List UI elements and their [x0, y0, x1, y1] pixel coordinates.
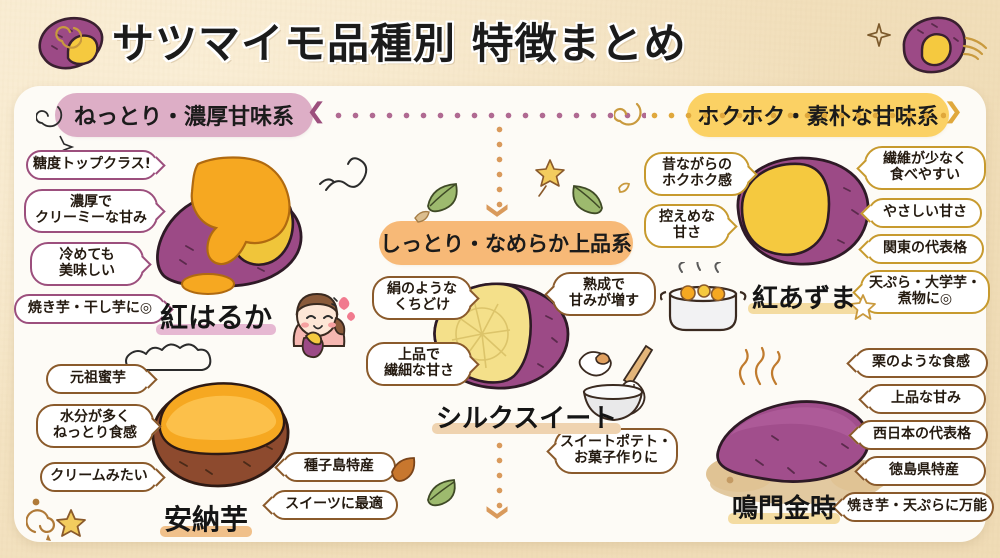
label-bubble: 種子島特産 — [282, 452, 396, 482]
swirl-icon — [26, 498, 55, 541]
connector-dots-down-bottom — [496, 438, 503, 510]
connector-dots-left — [330, 112, 646, 119]
dot-icon — [618, 182, 631, 193]
girl-eating-potato-illustration — [292, 292, 355, 359]
connector-arrow-left: ❮ — [306, 99, 327, 124]
connector-dots-down-top — [496, 122, 503, 208]
label-bubble: 濃厚で クリーミーな甘み — [24, 189, 158, 233]
sparkle-icon — [867, 23, 891, 47]
connector-arrow-down-top: ❮ — [483, 200, 508, 221]
narutokintoki-illustration — [706, 400, 890, 504]
label-bubble: 上品で 繊細な甘さ — [366, 342, 472, 386]
label-bubble: 関東の代表格 — [866, 234, 984, 264]
label-bubble: 天ぷら・大学芋・ 煮物に◎ — [860, 270, 990, 314]
beniazuma-illustration — [736, 156, 870, 266]
label-bubble: 徳島県特産 — [862, 456, 986, 486]
variety-name-annoimo: 安納芋 — [160, 498, 253, 538]
whisk-bowl-illustration — [578, 344, 654, 422]
sweet-potato-illustration — [38, 17, 104, 70]
name-highlight — [160, 526, 253, 537]
leaf-icon — [391, 457, 416, 482]
label-bubble: 西日本の代表格 — [856, 420, 988, 450]
label-bubble: 控えめな 甘さ — [644, 204, 730, 248]
page-title-text: サツマイモ品種別 特徴まとめ — [112, 18, 687, 68]
label-bubble: 絹のような くちどけ — [372, 276, 472, 320]
variety-name-narutokintoki: 鳴門金時 — [728, 488, 841, 525]
name-highlight — [156, 324, 277, 335]
label-bubble: やさしい甘さ — [868, 198, 982, 228]
motion-lines-icon — [962, 36, 988, 61]
connector-arrow-right: ❯ — [943, 99, 964, 124]
connector-dots-right — [646, 112, 946, 119]
steam-icon — [738, 346, 781, 386]
label-bubble: スイーツに最適 — [270, 490, 398, 520]
label-bubble: 栗のような食感 — [854, 348, 988, 378]
label-bubble: 元祖蜜芋 — [46, 364, 150, 394]
leaf-icon — [427, 479, 456, 507]
label-bubble: クリームみたい — [40, 462, 158, 492]
swirl-icon — [36, 106, 75, 152]
label-bubble: 焼き芋・天ぷらに万能 — [840, 492, 994, 522]
label-bubble: 水分が多く ねっとり食感 — [36, 404, 154, 448]
name-highlight — [728, 513, 841, 524]
connector-arrow-down-bottom: ❮ — [483, 502, 508, 523]
section-header-center-text: しっとり・なめらか上品系 — [380, 232, 632, 256]
variety-name-beniharuka: 紅はるか — [156, 296, 277, 336]
label-bubble: スイートポテト・ お菓子作りに — [554, 428, 678, 474]
label-bubble: 冷めても 美味しい — [30, 242, 144, 286]
steam-icon — [319, 157, 368, 191]
section-header-left: ねっとり・濃厚甘味系 — [58, 96, 310, 134]
label-bubble: 焼き芋・干し芋に◎ — [14, 294, 166, 324]
variety-name-beniazuma: 紅あずま — [748, 278, 861, 315]
name-highlight — [748, 303, 861, 314]
label-bubble: 繊維が少なく 食べやすい — [864, 146, 986, 190]
swirl-icon — [614, 102, 642, 126]
star-icon — [850, 294, 876, 320]
variety-name-silksweet: シルクスイート — [432, 398, 622, 435]
leaf-icon — [572, 185, 603, 215]
annoimo-illustration — [151, 382, 290, 488]
flake-icon — [414, 210, 430, 223]
name-highlight — [432, 423, 622, 434]
section-header-left-text: ねっとり・濃厚甘味系 — [73, 105, 294, 130]
star-icon — [56, 509, 86, 537]
swirl-icon — [55, 26, 82, 49]
star-icon — [535, 159, 565, 197]
label-bubble: 熟成で 甘みが増す — [552, 272, 656, 316]
steam-icon — [125, 343, 212, 371]
sweet-potato-illustration — [902, 16, 966, 74]
leaf-icon — [427, 183, 458, 213]
beniharuka-illustration — [156, 156, 303, 295]
label-bubble: 昔ながらの ホクホク感 — [644, 152, 750, 196]
label-bubble: 上品な甘み — [866, 384, 986, 414]
label-bubble: 糖度トップクラス! — [26, 150, 158, 180]
section-header-center: しっとり・なめらか上品系 — [380, 224, 632, 262]
steaming-pot-illustration — [660, 262, 747, 332]
page-title: サツマイモ品種別 特徴まとめ — [112, 10, 772, 70]
